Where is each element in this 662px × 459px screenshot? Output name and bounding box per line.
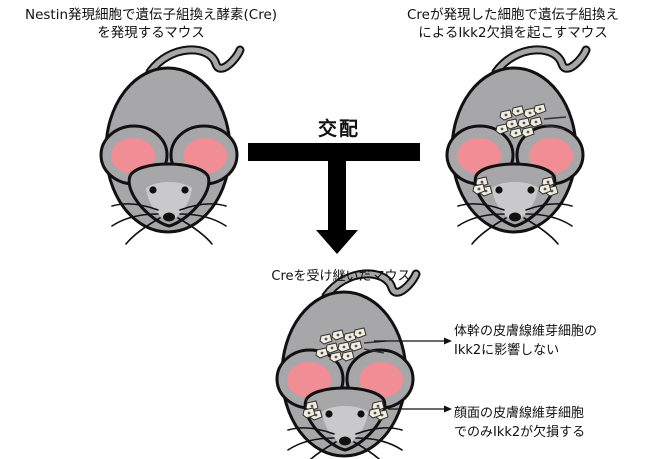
caption-line: によるIkk2欠損を起こすマウス [368, 24, 658, 42]
note-line: Ikk2に影響しない [454, 341, 597, 360]
caption-line: Creが発現した細胞で遺伝子組換え [368, 6, 658, 24]
caption-line: を発現するマウス [6, 24, 296, 42]
offspring-caption: Creを受け継いだマウス [246, 268, 436, 286]
note-line: 顔面の皮膚線維芽細胞 [454, 404, 585, 423]
mouse-offspring [277, 274, 416, 459]
cross-arrow [248, 143, 420, 254]
trunk-fibroblast-note: 体幹の皮膚線維芽細胞の Ikk2に影響しない [454, 322, 597, 360]
mouse-left-parent [101, 50, 240, 244]
right-parent-caption: Creが発現した細胞で遺伝子組換え によるIkk2欠損を起こすマウス [368, 6, 658, 42]
caption-line: Nestin発現細胞で遺伝子組換え酵素(Cre) [6, 6, 296, 24]
face-fibroblast-note: 顔面の皮膚線維芽細胞 でのみIkk2が欠損する [454, 404, 585, 442]
note-line: 体幹の皮膚線維芽細胞の [454, 322, 597, 341]
mouse-right-parent [447, 50, 586, 244]
cross-label: 交配 [318, 114, 360, 141]
left-parent-caption: Nestin発現細胞で遺伝子組換え酵素(Cre) を発現するマウス [6, 6, 296, 42]
note-line: でのみIkk2が欠損する [454, 423, 585, 442]
